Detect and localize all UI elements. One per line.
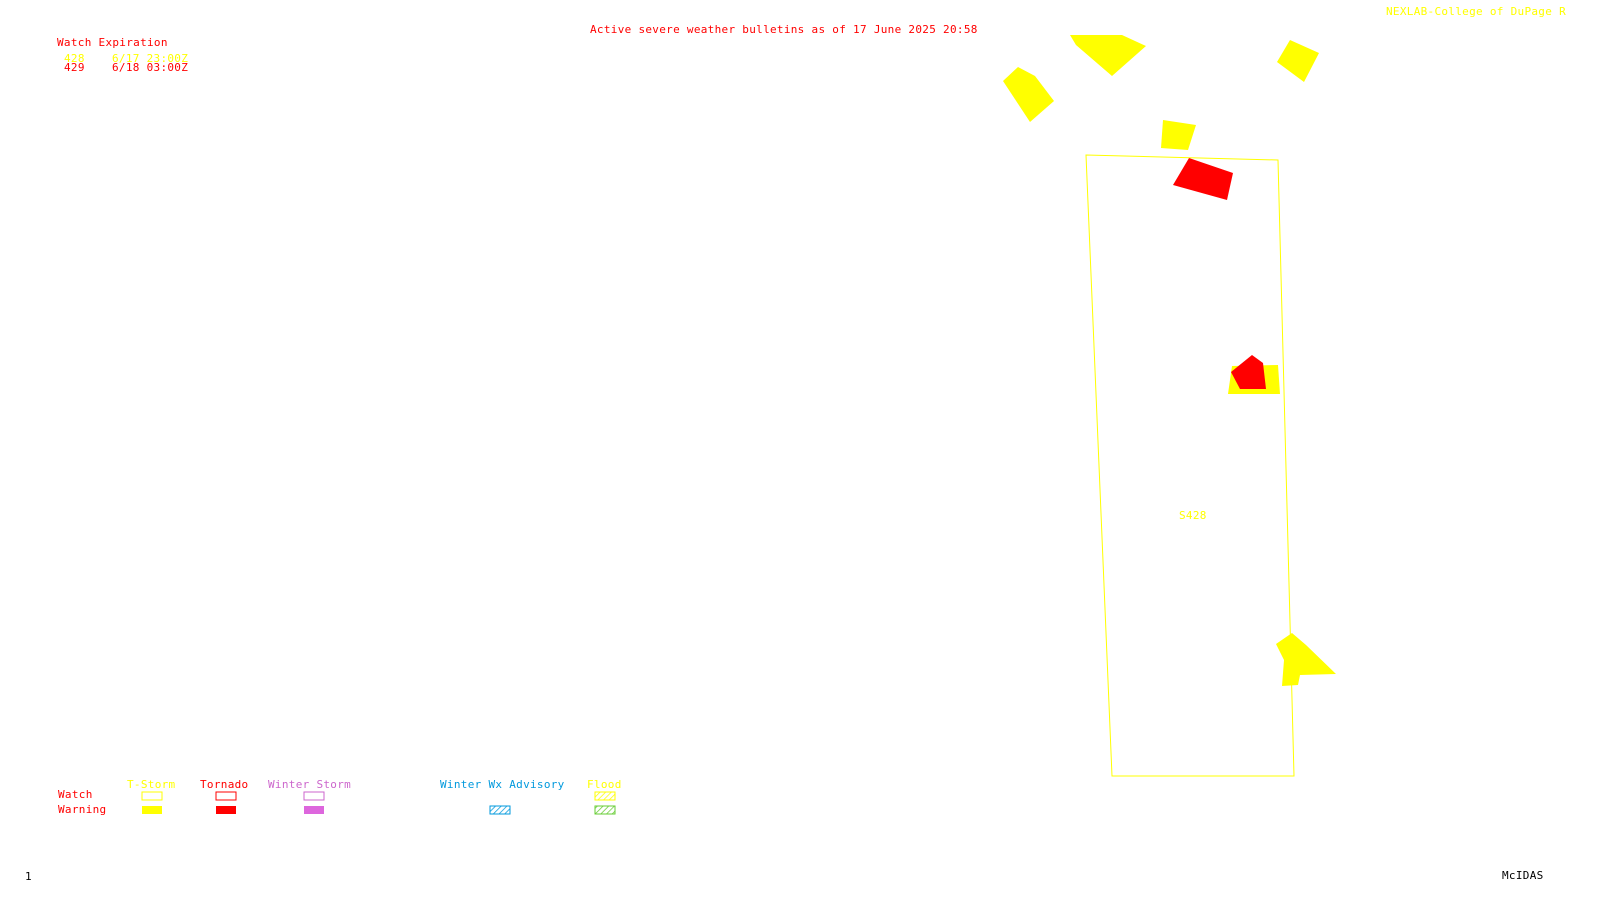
watch-expiration: 6/18 03:00Z: [112, 61, 189, 74]
watch-number[interactable]: 428: [64, 52, 85, 65]
tstorm-warning-swatch: [142, 806, 162, 814]
tornado-warning-swatch: [216, 806, 236, 814]
legend-swatches: [141, 791, 616, 815]
watch-box-label[interactable]: S428: [1179, 509, 1207, 522]
watch-number[interactable]: 429: [64, 61, 85, 74]
tornado-watch-swatch: [215, 791, 237, 801]
software-credit: McIDAS: [1502, 869, 1544, 882]
winter-advisory-swatch: [489, 805, 511, 815]
tstorm-warning-polygon[interactable]: [1003, 67, 1054, 122]
flood-watch-swatch: [594, 791, 616, 801]
winter-storm-warning-swatch: [304, 806, 324, 814]
frame-number: 1: [25, 870, 32, 883]
source-credit: NEXLAB-College of DuPage R: [1386, 5, 1566, 18]
watch-expiration: 6/17 23:00Z: [112, 52, 189, 65]
legend-label-winter-storm: Winter Storm: [268, 778, 352, 791]
bulletin-title: Active severe weather bulletins as of 17…: [590, 23, 978, 36]
winter-storm-watch-swatch: [303, 791, 325, 801]
flood-warning-swatch: [594, 805, 616, 815]
watch-table-heading: Watch Expiration: [57, 36, 168, 49]
legend-row-watch: Watch: [58, 788, 93, 801]
tstorm-watch-swatch: [141, 791, 163, 801]
legend-label-winter-advisory: Winter Wx Advisory: [440, 778, 565, 791]
legend-label-tornado: Tornado: [200, 778, 249, 791]
tornado-warning-polygon[interactable]: [1231, 355, 1266, 389]
watch-box-outline[interactable]: [1085, 154, 1295, 777]
legend-label-flood: Flood: [587, 778, 622, 791]
tstorm-warning-polygon[interactable]: [1276, 633, 1336, 686]
tstorm-warning-polygon[interactable]: [1161, 120, 1196, 150]
legend-row-warning: Warning: [58, 803, 107, 816]
legend-label-tstorm: T-Storm: [127, 778, 176, 791]
tstorm-warning-polygon[interactable]: [1070, 35, 1146, 76]
tornado-warning-polygon[interactable]: [1173, 158, 1233, 200]
tstorm-warning-polygon[interactable]: [1277, 40, 1319, 82]
